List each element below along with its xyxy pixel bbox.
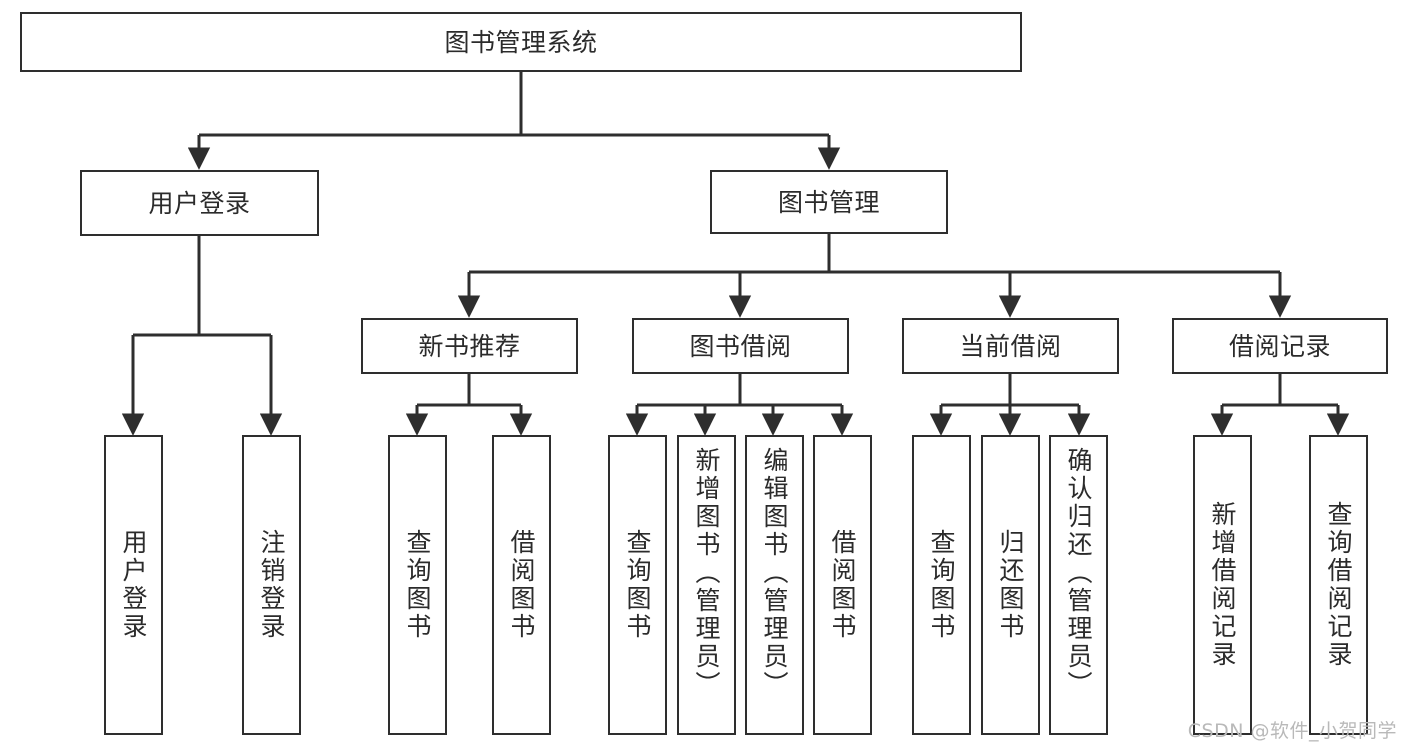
node-label: 确认归还（管理员）	[1064, 447, 1093, 699]
node-label: 图书管理系统	[444, 27, 598, 57]
node-label: 新增借阅记录	[1208, 501, 1237, 669]
node-label: 借阅记录	[1228, 331, 1331, 361]
node-leaf-confirm-return-admin[interactable]: 确认归还（管理员）	[1049, 435, 1108, 735]
node-label: 新书推荐	[418, 331, 521, 361]
node-label: 注销登录	[257, 529, 286, 641]
node-label: 新增图书（管理员）	[692, 447, 721, 699]
node-label: 借阅图书	[507, 529, 536, 641]
node-current-borrow[interactable]: 当前借阅	[902, 318, 1119, 374]
node-label: 图书借阅	[689, 331, 792, 361]
node-label: 用户登录	[119, 529, 148, 641]
node-leaf-return-book[interactable]: 归还图书	[981, 435, 1040, 735]
node-leaf-edit-book-admin[interactable]: 编辑图书（管理员）	[745, 435, 804, 735]
node-leaf-borrow-book[interactable]: 借阅图书	[813, 435, 872, 735]
node-label: 查询图书	[623, 529, 652, 641]
watermark-text: CSDN @软件_小贺同学	[1187, 720, 1397, 742]
node-book-borrow[interactable]: 图书借阅	[632, 318, 849, 374]
node-leaf-borrow-book-recommend[interactable]: 借阅图书	[492, 435, 551, 735]
node-leaf-logout[interactable]: 注销登录	[242, 435, 301, 735]
node-label: 查询借阅记录	[1324, 501, 1353, 669]
node-leaf-query-book-borrow[interactable]: 查询图书	[608, 435, 667, 735]
node-label: 借阅图书	[828, 529, 857, 641]
node-new-book-recommend[interactable]: 新书推荐	[361, 318, 578, 374]
node-label: 归还图书	[996, 529, 1025, 641]
node-borrow-record[interactable]: 借阅记录	[1172, 318, 1388, 374]
node-label: 查询图书	[927, 529, 956, 641]
node-leaf-query-borrow-record[interactable]: 查询借阅记录	[1309, 435, 1368, 735]
node-leaf-add-borrow-record[interactable]: 新增借阅记录	[1193, 435, 1252, 735]
node-label: 查询图书	[403, 529, 432, 641]
node-label: 当前借阅	[959, 331, 1062, 361]
node-user-login[interactable]: 用户登录	[80, 170, 319, 236]
node-label: 用户登录	[148, 188, 251, 218]
node-book-management[interactable]: 图书管理	[710, 170, 948, 234]
node-leaf-query-book-current[interactable]: 查询图书	[912, 435, 971, 735]
node-leaf-query-book-recommend[interactable]: 查询图书	[388, 435, 447, 735]
node-label: 编辑图书（管理员）	[760, 447, 789, 699]
node-leaf-add-book-admin[interactable]: 新增图书（管理员）	[677, 435, 736, 735]
node-root-book-management-system[interactable]: 图书管理系统	[20, 12, 1022, 72]
node-leaf-user-login[interactable]: 用户登录	[104, 435, 163, 735]
node-label: 图书管理	[777, 187, 880, 217]
